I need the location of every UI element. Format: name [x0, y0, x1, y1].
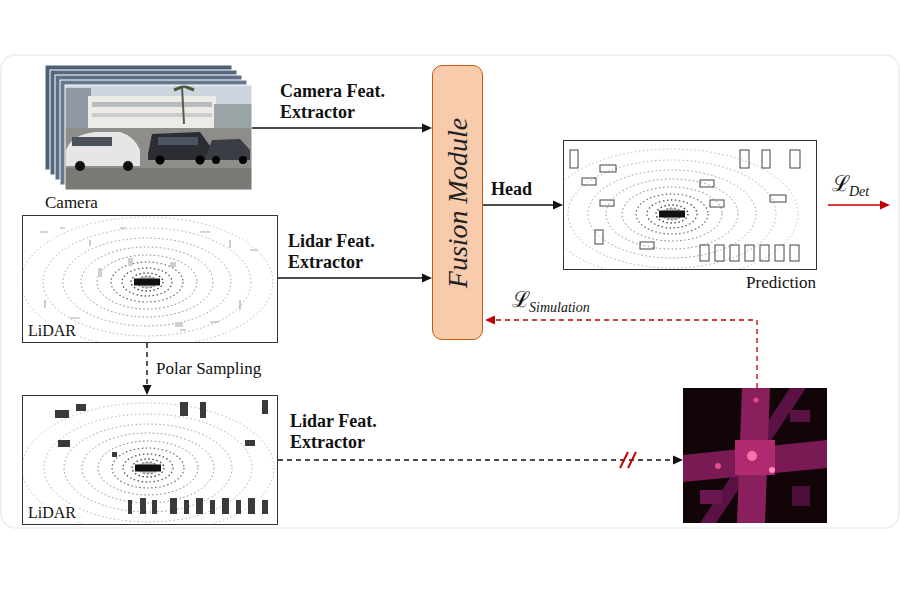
connector-arrow	[252, 124, 432, 133]
edge-label: Head	[491, 179, 532, 201]
connector-arrow	[143, 343, 152, 395]
detection-loss-arrow	[828, 201, 890, 210]
sampled-lidar-point-cloud	[22, 395, 278, 525]
connector-line	[252, 127, 423, 128]
sampled-feature-line	[278, 452, 683, 468]
camera-input: Camera	[45, 65, 252, 190]
fusion-box: Fusion Module	[432, 65, 483, 340]
arrow-head	[143, 385, 152, 395]
connector-arrow	[278, 274, 432, 283]
loss-symbol: ℒ	[512, 289, 530, 311]
connector-line	[146, 343, 147, 386]
prediction-point-cloud	[563, 140, 817, 270]
arrow-head	[422, 124, 432, 133]
output-label: Prediction	[746, 273, 816, 293]
lidar-point-cloud	[22, 215, 278, 343]
input-label: Camera	[45, 193, 98, 213]
module-label: Fusion Module	[444, 117, 472, 287]
connector-line	[278, 277, 423, 278]
arrow-head	[553, 201, 563, 210]
input-label: LiDAR	[26, 504, 78, 522]
edge-label: Lidar Feat. Extractor	[288, 231, 428, 274]
loss-subscript: Simulation	[529, 301, 590, 315]
prediction-view: Prediction	[563, 140, 817, 270]
arrow-head	[422, 274, 432, 283]
loss-symbol: ℒ	[832, 173, 850, 195]
camera-image-stack	[45, 65, 252, 190]
lidar-input: LiDAR	[22, 215, 278, 343]
connector-line	[483, 204, 554, 205]
background-frame	[1, 55, 899, 528]
connector-arrow	[483, 201, 563, 210]
sampled-lidar-input: LiDAR	[22, 395, 278, 525]
edge-label: Polar Sampling	[156, 359, 261, 379]
input-label: LiDAR	[26, 322, 78, 340]
loss-subscript: Det	[849, 185, 869, 199]
edge-label: Camera Feat. Extractor	[280, 81, 420, 124]
simulation-heatmap	[683, 388, 827, 523]
simulation-loss-line	[485, 316, 757, 389]
feature-label: Lidar Feat. Extractor	[290, 411, 430, 454]
